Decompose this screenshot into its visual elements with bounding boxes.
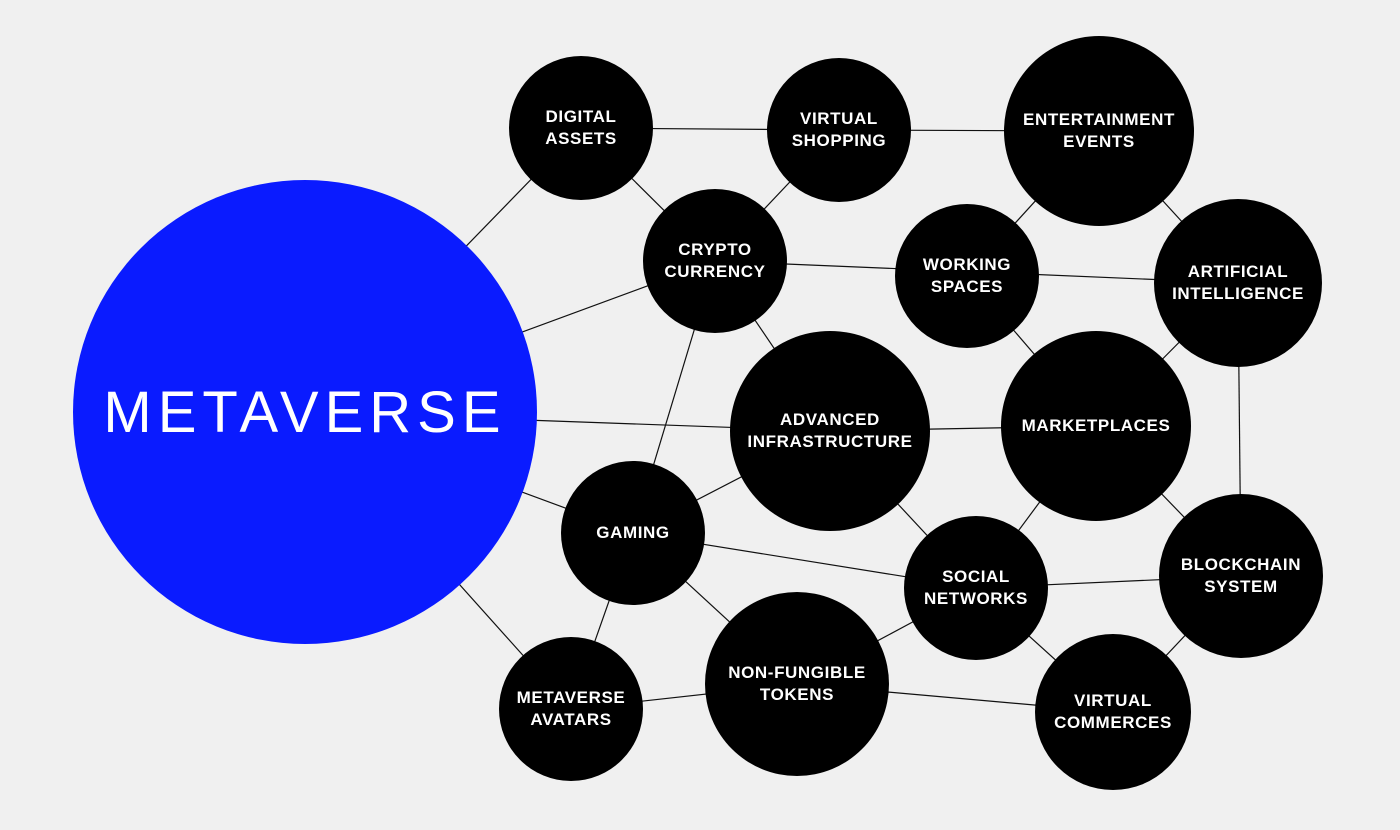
node-label-virtual-shopping: VIRTUAL SHOPPING: [791, 109, 887, 150]
node-label-virtual-commerces: VIRTUAL COMMERCES: [1054, 691, 1172, 732]
node-blockchain-system: BLOCKCHAIN SYSTEM: [1159, 494, 1323, 658]
node-label-digital-assets: DIGITAL ASSETS: [545, 107, 617, 148]
node-metaverse: METAVERSE: [73, 180, 537, 644]
node-virtual-commerces: VIRTUAL COMMERCES: [1035, 634, 1191, 790]
node-advanced-infrastructure: ADVANCED INFRASTRUCTURE: [730, 331, 930, 531]
node-digital-assets: DIGITAL ASSETS: [509, 56, 653, 200]
node-metaverse-avatars: METAVERSE AVATARS: [499, 637, 643, 781]
node-marketplaces: MARKETPLACES: [1001, 331, 1191, 521]
node-label-marketplaces: MARKETPLACES: [1021, 416, 1171, 435]
node-gaming: GAMING: [561, 461, 705, 605]
node-label-working-spaces: WORKING SPACES: [922, 255, 1012, 296]
node-label-artificial-intelligence: ARTIFICIAL INTELLIGENCE: [1172, 262, 1304, 303]
node-label-metaverse-avatars: METAVERSE AVATARS: [516, 688, 626, 729]
node-artificial-intelligence: ARTIFICIAL INTELLIGENCE: [1154, 199, 1322, 367]
node-entertainment-events: ENTERTAINMENT EVENTS: [1004, 36, 1194, 226]
node-label-blockchain-system: BLOCKCHAIN SYSTEM: [1180, 555, 1302, 596]
node-label-entertainment-events: ENTERTAINMENT EVENTS: [1023, 110, 1175, 151]
node-crypto-currency: CRYPTO CURRENCY: [643, 189, 787, 333]
node-virtual-shopping: VIRTUAL SHOPPING: [767, 58, 911, 202]
node-label-advanced-infrastructure: ADVANCED INFRASTRUCTURE: [747, 410, 913, 451]
node-label-social-networks: SOCIAL NETWORKS: [924, 567, 1028, 608]
node-label-metaverse: METAVERSE: [103, 380, 507, 445]
node-label-non-fungible-tokens: NON-FUNGIBLE TOKENS: [728, 663, 866, 704]
node-non-fungible-tokens: NON-FUNGIBLE TOKENS: [705, 592, 889, 776]
node-social-networks: SOCIAL NETWORKS: [904, 516, 1048, 660]
node-working-spaces: WORKING SPACES: [895, 204, 1039, 348]
node-label-crypto-currency: CRYPTO CURRENCY: [664, 240, 766, 281]
node-label-gaming: GAMING: [596, 523, 670, 542]
